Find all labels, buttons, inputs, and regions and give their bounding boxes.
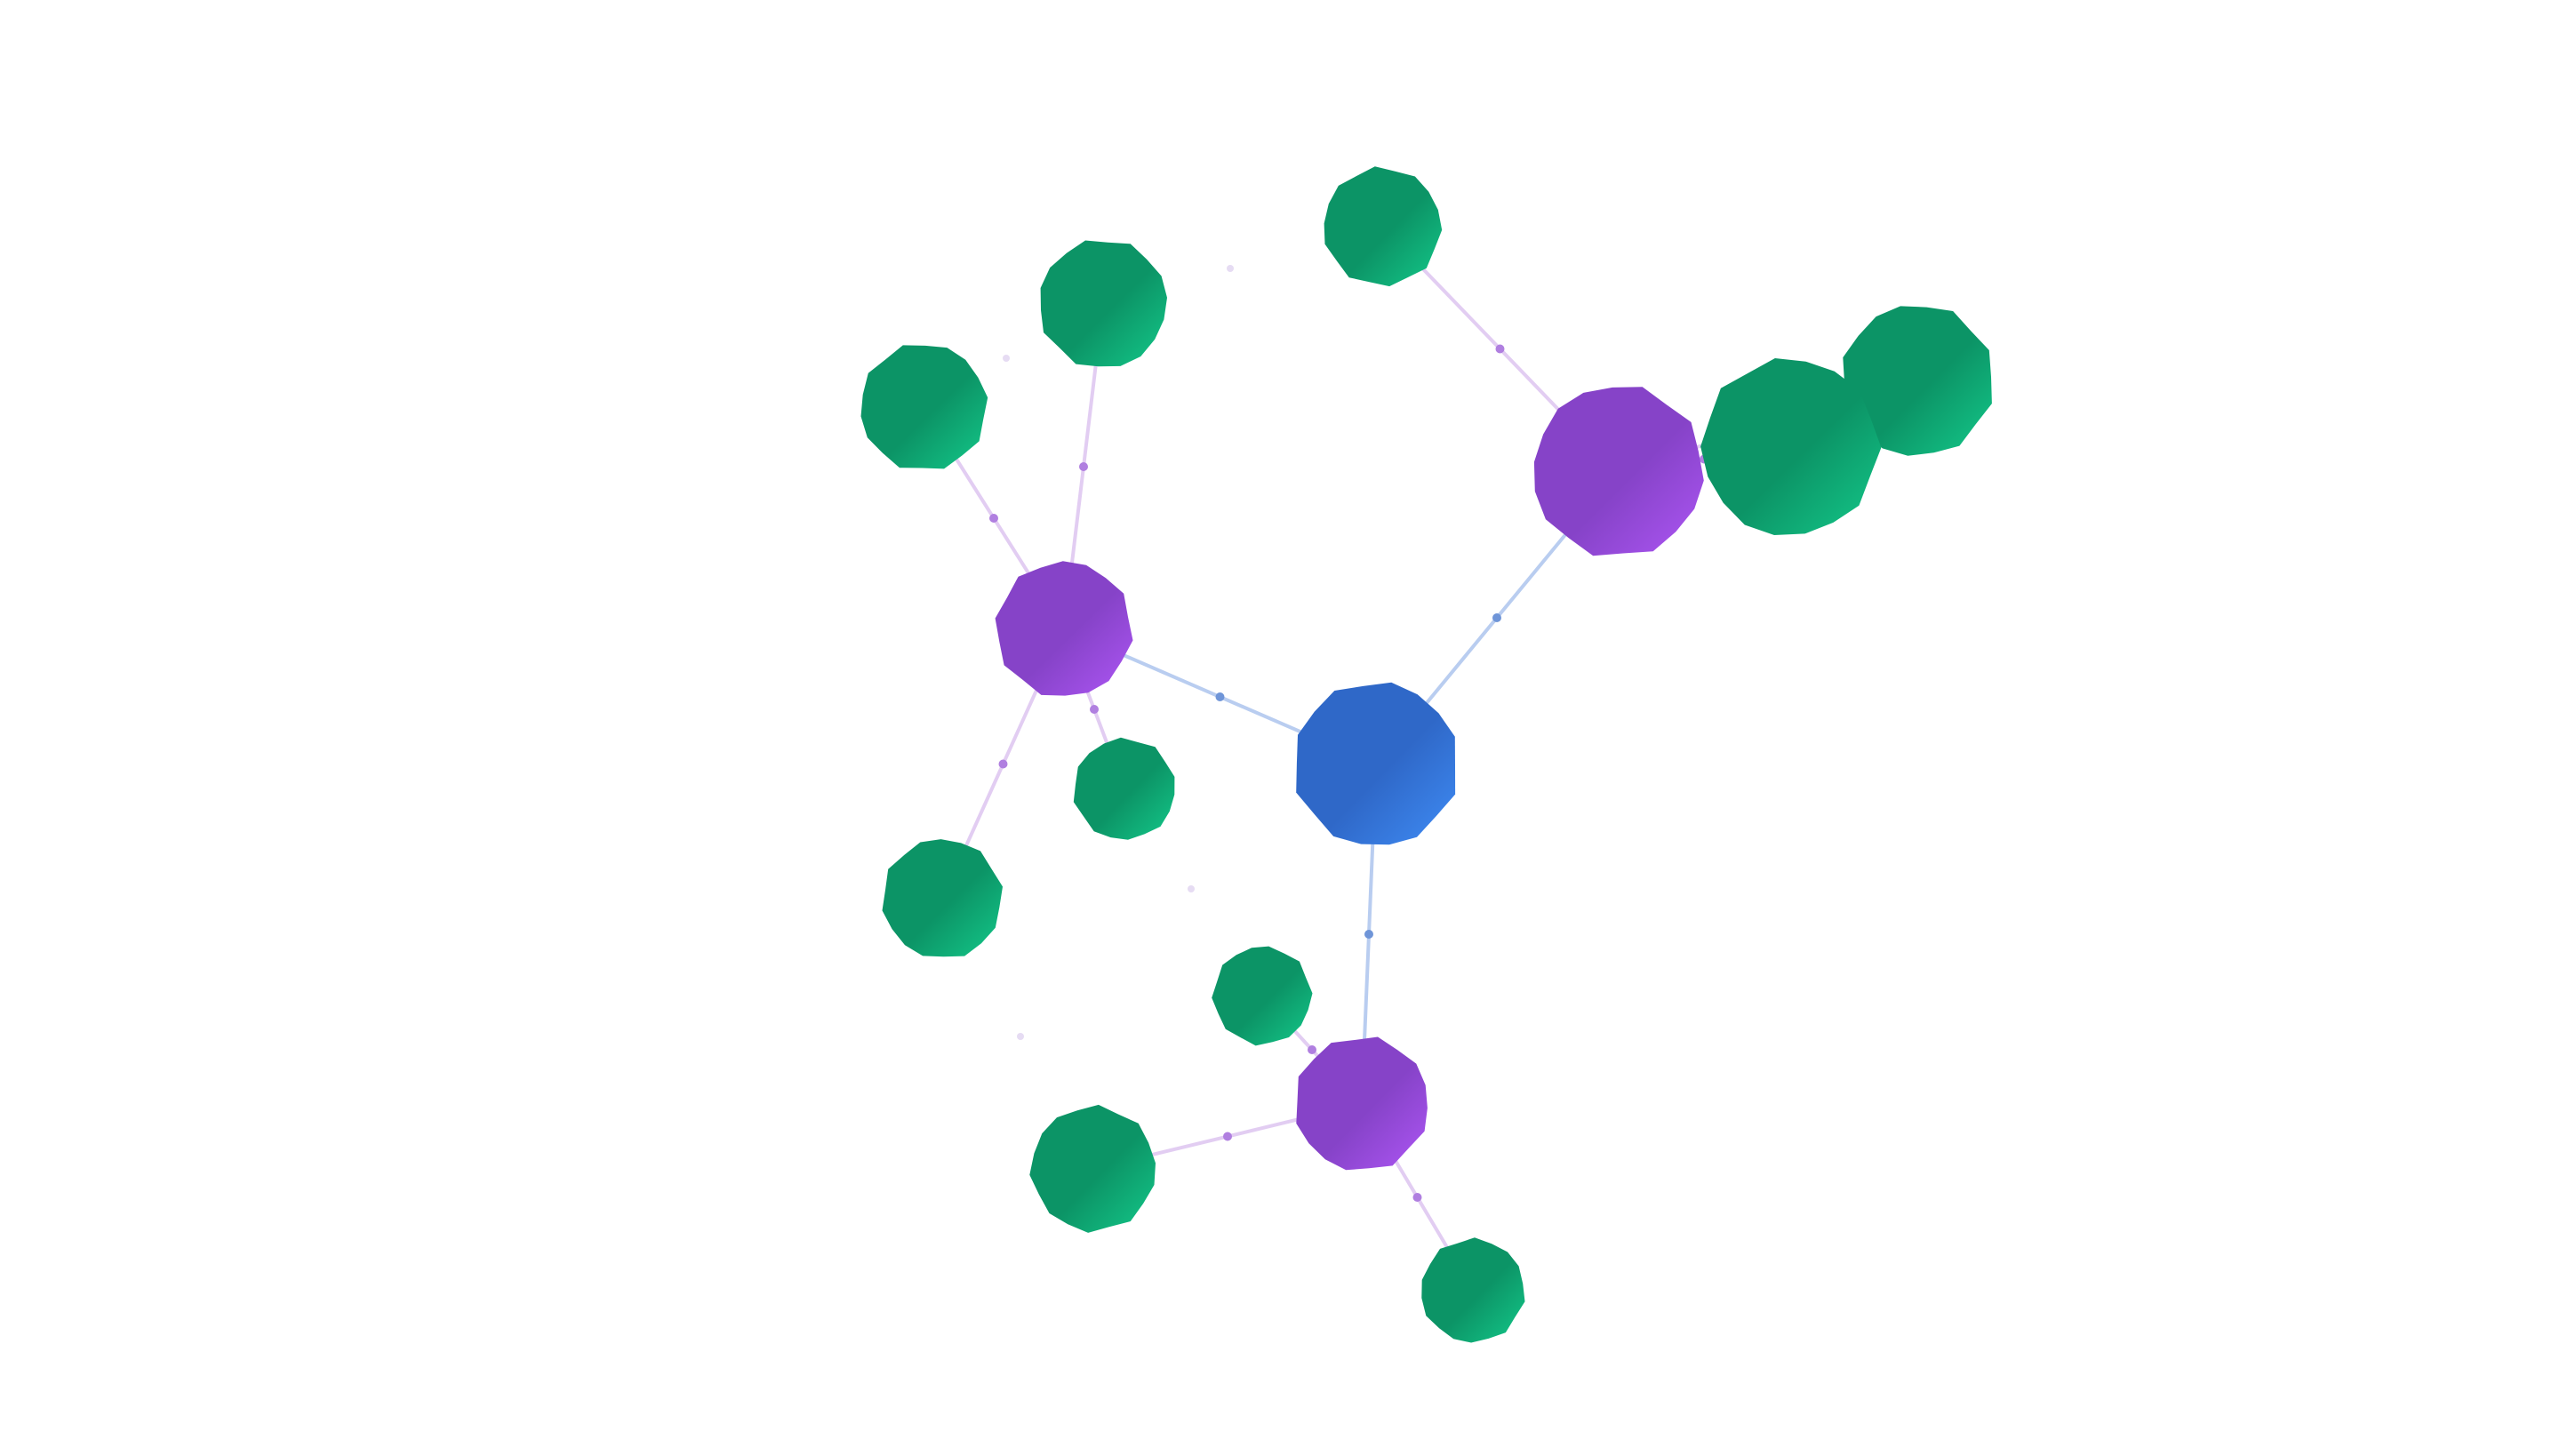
- link-midpoint-dot: [1412, 1193, 1422, 1202]
- floating-speck: [1227, 265, 1234, 272]
- node-leaf-7[interactable]: [1700, 358, 1882, 535]
- nodes-layer: [860, 166, 1992, 1343]
- node-leaf-3[interactable]: [882, 839, 1004, 957]
- node-leaf-8[interactable]: [1212, 946, 1313, 1046]
- link-midpoint-dot: [1364, 930, 1373, 939]
- link-midpoint-dot: [1215, 692, 1225, 701]
- floating-speck: [1188, 885, 1195, 892]
- node-center[interactable]: [1296, 682, 1456, 845]
- link-midpoint-dot: [1492, 613, 1501, 622]
- node-hub-bottom[interactable]: [1296, 1036, 1428, 1171]
- node-leaf-1[interactable]: [1040, 240, 1167, 367]
- link-midpoint-dot: [1308, 1045, 1316, 1054]
- link-midpoint-dot: [998, 759, 1008, 769]
- node-leaf-6[interactable]: [1843, 306, 1992, 456]
- node-leaf-4[interactable]: [1073, 737, 1175, 840]
- link-midpoint-dot: [1495, 344, 1505, 354]
- node-leaf-9[interactable]: [1029, 1104, 1156, 1233]
- node-leaf-2[interactable]: [860, 345, 988, 469]
- link-midpoint-dot: [1223, 1132, 1232, 1141]
- link-midpoint-dot: [1079, 462, 1088, 471]
- node-leaf-5[interactable]: [1324, 166, 1443, 287]
- link-midpoint-dot: [1090, 705, 1099, 714]
- link-midpoint-dot: [989, 514, 998, 523]
- floating-speck: [1003, 355, 1010, 362]
- floating-speck: [1017, 1033, 1024, 1040]
- node-leaf-10[interactable]: [1421, 1237, 1525, 1343]
- node-hub-left[interactable]: [995, 561, 1133, 696]
- node-hub-right[interactable]: [1533, 387, 1704, 556]
